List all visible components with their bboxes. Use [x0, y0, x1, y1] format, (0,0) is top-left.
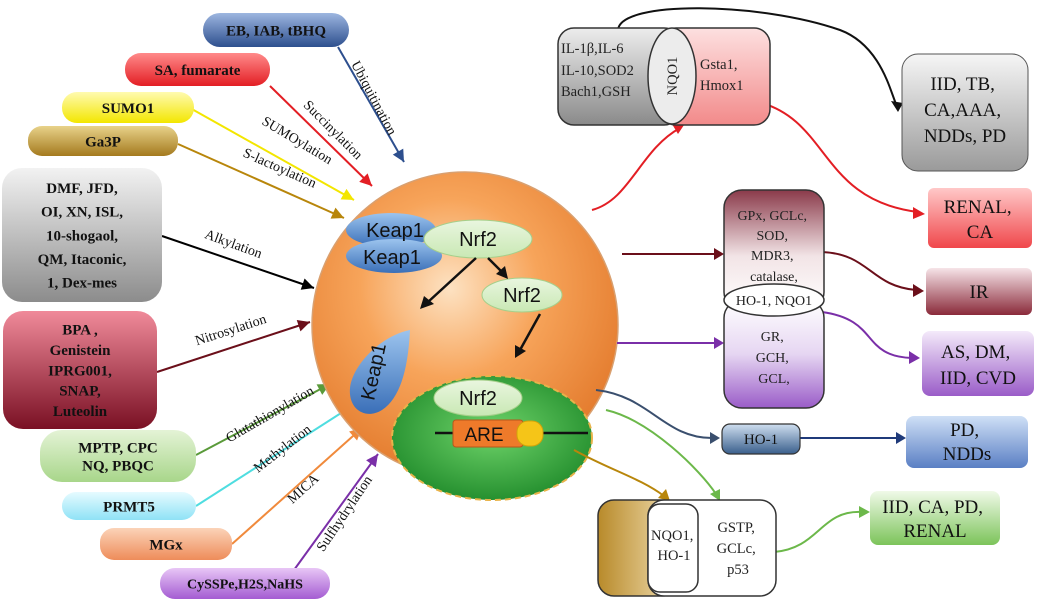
disease-box-ir: IR — [926, 268, 1032, 315]
mechanism-label-eb: Ubiquitination — [347, 59, 399, 138]
compound-label-eb: EB, IAB, tBHQ — [226, 23, 326, 39]
nrf2-nucleus-label: Nrf2 — [459, 388, 497, 410]
compound-box-sa — [125, 53, 270, 86]
compound-label-mgx: MGx — [149, 537, 183, 553]
inflammatory-right-text: Gsta1, Hmox1 — [700, 57, 744, 94]
compound-label-sumo1: SUMO1 — [102, 101, 155, 117]
nqo1-vertical-label: NQO1 — [665, 57, 681, 96]
disease-boxes: IID, TB, CA,AAA, NDDs, PD RENAL, CA IR A… — [870, 53, 1034, 545]
antioxidant-bottom-text: GR, GCH, GCL, — [756, 330, 793, 387]
disease-box-renal-ca: RENAL, CA — [928, 188, 1032, 248]
arrow-mgx — [231, 427, 363, 545]
compound-label-sa: SA, fumarate — [155, 63, 241, 79]
svg-text:PD, NDDs: PD, NDDs — [943, 420, 992, 465]
compound-box-dmf — [2, 168, 162, 302]
compound-box-bpa — [3, 311, 157, 429]
arrow-prmt5 — [195, 405, 353, 507]
mechanism-label-mgx: MICA — [285, 471, 323, 507]
arrowhead-cysspe — [366, 454, 378, 468]
arrowhead-sa — [359, 173, 372, 186]
nqo1-ho1-inner — [647, 503, 699, 593]
disease-box-iid-tb: IID, TB, CA,AAA, NDDs, PD — [901, 53, 1029, 172]
ho1-nqo1-oval — [723, 283, 825, 317]
compound-box-mptp — [40, 430, 196, 482]
arrow-eb — [337, 46, 405, 163]
cell: Keap1 Keap1 Nrf2 Nrf2 Keap1 Nrf2 ARE — [311, 171, 619, 501]
keap1-shape-b — [346, 239, 442, 273]
arrowhead-eb — [392, 148, 404, 162]
promoter-element — [516, 420, 544, 447]
svg-text:IR: IR — [970, 282, 989, 303]
svg-text:IID, CA, PD, RENAL: IID, CA, PD, RENAL — [882, 497, 988, 542]
nrf2-bound-shape — [423, 219, 533, 259]
nrf2-nucleus-shape — [433, 379, 523, 417]
detox-middle-text: NQO1, HO-1 — [651, 528, 697, 564]
mechanism-label-prmt5: Methylation — [251, 422, 314, 476]
arrow-bpa — [156, 321, 311, 373]
keap1-label-b: Keap1 — [363, 247, 421, 269]
keap1-shape-a — [346, 213, 436, 247]
disease-box-as-dm: AS, DM, IID, CVD — [922, 331, 1034, 396]
mechanism-label-cysspe: Sulfhydrylation — [314, 473, 376, 554]
nrf2-free-label: Nrf2 — [503, 285, 541, 307]
svg-text:IID, TB, CA,AAA,: IID, TB, CA,AAA, NDDs, PD — [924, 74, 1006, 147]
compound-box-cysspe — [160, 568, 330, 599]
disease-box-pd-ndds: PD, NDDs — [906, 416, 1028, 468]
detox-right-text: GSTP, GCLc, p53 — [717, 520, 760, 578]
ho1-nqo1-label: HO-1, NQO1 — [736, 294, 812, 309]
compound-box-ga3p — [28, 126, 178, 156]
compound-box-prmt5 — [62, 492, 196, 520]
arrowhead-sumo1 — [340, 188, 354, 200]
inflammatory-left-text: IL-1β,IL-6 IL-10,SOD2 Bach1,GSH — [561, 41, 638, 100]
nrf2-free-shape — [481, 277, 563, 313]
svg-text:RENAL, CA: RENAL, CA — [944, 197, 1017, 243]
arrow-dmf — [161, 235, 315, 289]
keap1-label-a: Keap1 — [366, 220, 424, 242]
compound-label-ga3p: Ga3P — [85, 134, 121, 150]
arrow-cysspe — [293, 453, 379, 571]
compound-label-prmt5: PRMT5 — [103, 499, 155, 515]
mechanism-label-bpa: Nitrosylation — [193, 312, 268, 349]
detox-target-box: NQO1, HO-1 GSTP, GCLc, p53 — [597, 499, 777, 597]
arrow-ga3p — [177, 143, 345, 219]
arrow-sa — [269, 85, 373, 187]
arrowhead-dmf — [300, 278, 314, 290]
are-label: ARE — [464, 425, 503, 446]
compound-box-eb — [203, 13, 349, 47]
mechanism-label-dmf: Alkylation — [202, 227, 263, 262]
compound-label-cysspe: CySSPe,H2S,NaHS — [187, 577, 303, 592]
nrf2-bound-label: Nrf2 — [459, 229, 497, 251]
arrowhead-ga3p — [330, 207, 344, 219]
compound-label-dmf: DMF, JFD,OI, XN, ISL,10-shogaol,QM, Itac… — [38, 181, 127, 291]
arrowhead-bpa — [296, 320, 310, 332]
disease-box-iid-ca: IID, CA, PD, RENAL — [870, 491, 1000, 545]
ho1-label: HO-1 — [744, 432, 778, 448]
arrow-sumo1 — [189, 107, 355, 201]
nqo1-oval — [647, 27, 697, 125]
svg-text:AS, DM, IID, CVD: AS, DM, IID, CVD — [940, 342, 1016, 389]
inflammatory-target-box: IL-1β,IL-6 IL-10,SOD2 Bach1,GSH NQO1 Gst… — [557, 27, 771, 126]
keap1-released-shape — [349, 330, 410, 414]
compound-box-mgx — [100, 528, 232, 560]
arrow-mptp — [195, 383, 331, 456]
antioxidant-target-box: GPx, GCLc, SOD, MDR3, catalase, HO-1, NQ… — [723, 189, 825, 409]
antioxidant-top-text: GPx, GCLc, SOD, MDR3, catalase, — [737, 209, 810, 285]
ho1-target-box: HO-1 — [721, 423, 801, 455]
output-arrows — [573, 7, 925, 553]
compound-box-sumo1 — [62, 92, 194, 123]
